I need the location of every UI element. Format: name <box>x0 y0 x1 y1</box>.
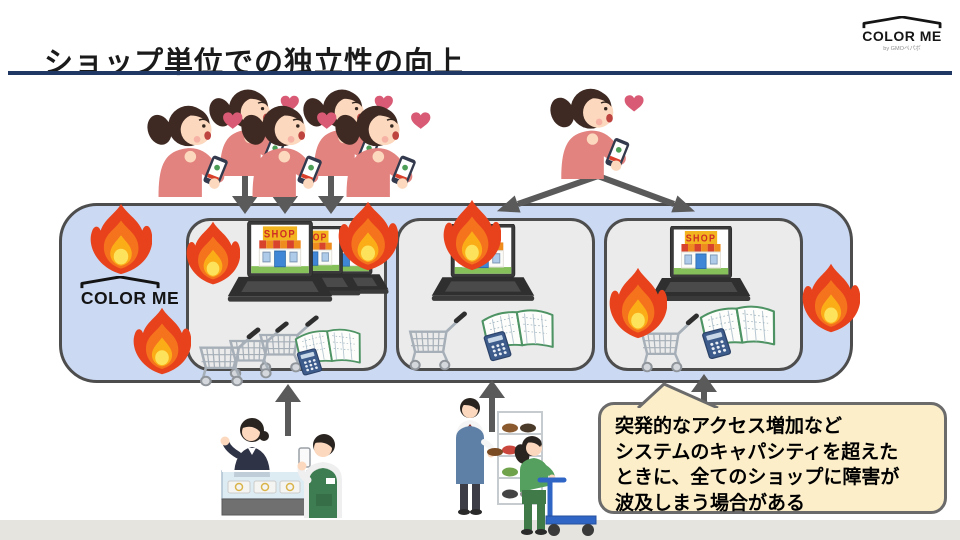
customer-icon <box>240 105 338 197</box>
shop-staff-shoes-icon <box>456 398 543 515</box>
roof-icon <box>80 276 160 289</box>
callout-line: ときに、全てのショップに障害が <box>615 467 900 488</box>
title-divider <box>8 71 952 75</box>
ledger-calculator-icon <box>480 307 558 363</box>
fire-icon <box>133 307 191 375</box>
ledger-calculator-icon <box>699 303 779 361</box>
fire-icon <box>90 203 152 275</box>
fire-icon <box>338 201 398 271</box>
customer-icon <box>334 105 432 197</box>
roof-icon <box>862 16 942 29</box>
shopping-cart-icon <box>192 326 270 388</box>
callout-line: 波及しまう場合がある <box>615 492 806 514</box>
split-arrow-icon <box>496 173 696 213</box>
shop-staff-counter-icon <box>220 418 307 516</box>
fire-icon <box>443 199 501 271</box>
callout-line: 突発的なアクセス増加など <box>615 416 843 437</box>
fire-icon <box>609 267 667 339</box>
callout-bubble: 突発的なアクセス増加など システムのキャパシティを超えた ときに、全てのショップ… <box>598 402 947 514</box>
platform-logo-text: COLOR ME <box>80 288 180 308</box>
brand-logo-byline: by GMOペパボ <box>883 45 921 52</box>
page-title: ショップ単位での独立性の向上 <box>44 47 465 80</box>
brand-logo-text: COLOR ME <box>862 28 942 44</box>
callout-tail <box>636 382 719 408</box>
platform-logo: COLOR ME <box>70 276 190 309</box>
fire-icon <box>802 263 860 333</box>
customer-icon <box>549 88 645 179</box>
shop-staff-dolly-icon <box>514 436 597 536</box>
fire-icon <box>186 221 240 285</box>
brand-logo: COLOR ME by GMOペパボ <box>856 16 948 57</box>
customer-icon <box>146 105 244 197</box>
shop-staff-phone-icon <box>297 434 342 518</box>
laptop-shop-icon <box>227 221 333 303</box>
shopping-cart-icon <box>402 310 476 372</box>
ledger-calculator-icon <box>294 326 364 377</box>
footer-bar <box>0 520 960 540</box>
callout-line: システムのキャパシティを超えた <box>615 441 899 463</box>
